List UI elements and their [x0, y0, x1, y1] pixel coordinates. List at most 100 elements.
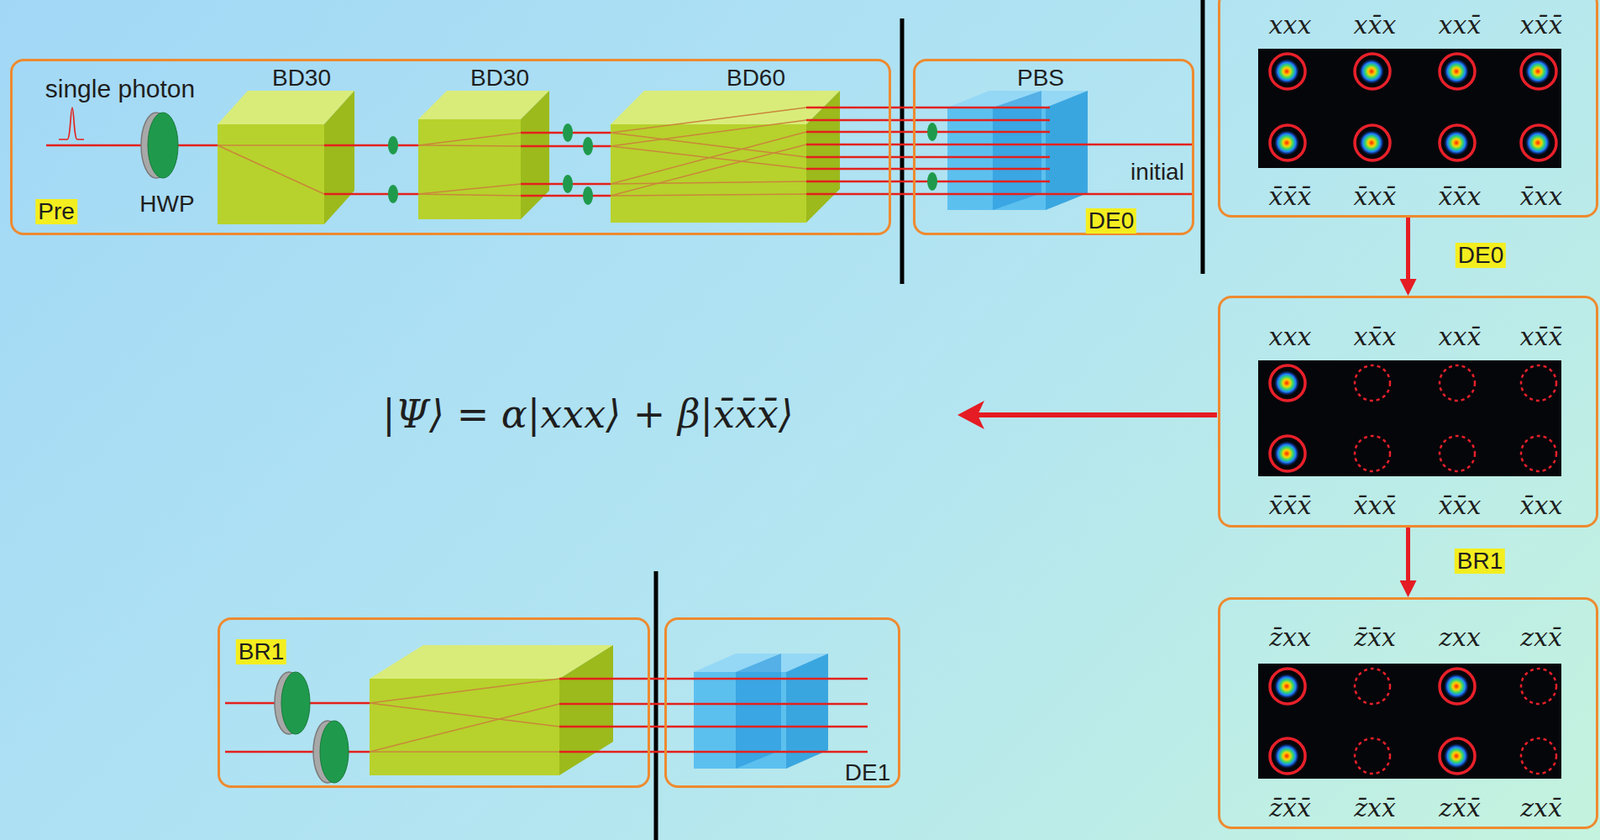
laser-beam	[324, 144, 419, 147]
basis-label: zxx̄	[1520, 792, 1563, 824]
laser-beam	[806, 106, 1050, 110]
inner-beam	[418, 132, 521, 146]
laser-beam	[559, 750, 868, 754]
detection-circle	[1439, 668, 1475, 704]
flow-arrow	[1405, 527, 1411, 581]
beam-spot	[1443, 58, 1469, 84]
basis-label: xx̄x̄	[1520, 320, 1564, 353]
laser-beam	[1049, 143, 1193, 147]
detection-circle	[1269, 738, 1306, 774]
beam-spot	[1274, 743, 1300, 769]
detection-circle	[1439, 125, 1475, 161]
small-waveplate	[562, 123, 573, 142]
beam-spot	[1443, 673, 1469, 699]
beam-spot	[1274, 58, 1300, 84]
inner-beam	[610, 132, 807, 158]
small-waveplate	[388, 136, 399, 155]
laser-beam	[806, 167, 1050, 171]
flow-arrow	[1405, 217, 1411, 279]
beam-displacer-front	[217, 124, 325, 225]
laser-beam	[520, 194, 611, 198]
component-label: BD60	[726, 66, 786, 90]
laser-beam	[520, 145, 611, 148]
basis-label: xx̄x̄	[1520, 9, 1564, 42]
basis-label: zxx	[1438, 621, 1481, 654]
small-waveplate	[582, 186, 593, 205]
laser-beam	[324, 193, 419, 196]
basis-label: xxx	[1269, 9, 1312, 42]
step-label: BR1	[1454, 548, 1506, 574]
basis-label: xxx̄	[1438, 9, 1482, 42]
state-equation: |Ψ⟩ = α|xxx⟩ + β|x̄x̄x̄⟩	[382, 391, 794, 438]
separator-line	[1201, 0, 1206, 274]
detection-circle	[1269, 365, 1306, 401]
beam-spot	[1358, 130, 1385, 156]
inner-beam	[418, 194, 521, 196]
stage-box: PBSinitialDE0	[912, 58, 1195, 236]
inner-beam	[369, 702, 560, 727]
inner-beam	[369, 678, 560, 703]
pbs-cube-side	[1045, 90, 1088, 210]
detection-circle	[1269, 125, 1306, 161]
basis-label: xx̄x	[1353, 9, 1397, 42]
inner-beam	[217, 144, 325, 147]
small-waveplate	[927, 172, 938, 191]
empty-circle	[1521, 668, 1557, 704]
component-label: single photon	[45, 76, 195, 102]
beam-spot	[1525, 130, 1551, 156]
camera-image	[1258, 360, 1562, 477]
component-label: BD30	[272, 66, 331, 90]
inner-beam	[217, 145, 325, 195]
empty-circle	[1354, 668, 1391, 704]
separator-line	[900, 18, 905, 284]
basis-label: x̄xx	[1520, 180, 1564, 213]
beam-spot	[1358, 58, 1385, 84]
laser-beam	[559, 702, 868, 706]
beam-spot	[1443, 130, 1469, 156]
empty-circle	[1354, 738, 1391, 774]
laser-beam	[559, 725, 868, 729]
step-label: DE0	[1455, 242, 1506, 268]
basis-label: x̄x̄x̄	[1269, 489, 1312, 522]
inner-beam	[610, 131, 807, 184]
detection-circle	[1269, 435, 1306, 472]
small-waveplate	[388, 184, 399, 204]
camera-image	[1258, 48, 1562, 168]
inner-beam	[610, 107, 807, 133]
inner-beam	[418, 145, 521, 147]
component-label: DE0	[1085, 208, 1137, 234]
beam-displacer-front	[369, 678, 560, 776]
camera-panel: xxxxx̄xxxx̄xx̄x̄x̄x̄x̄x̄xx̄x̄x̄xx̄xx	[1217, 0, 1599, 218]
stage-box: DE1	[664, 617, 901, 788]
beam-displacer-front	[418, 119, 521, 220]
basis-label: x̄xx̄	[1353, 489, 1397, 522]
pbs-split-plane	[992, 90, 1042, 210]
beam-displacer-side	[324, 90, 355, 225]
camera-panel: z̄xxz̄x̄xzxxzxx̄z̄x̄x̄z̄xx̄zx̄x̄zxx̄	[1217, 597, 1599, 829]
pulse-symbol	[58, 107, 84, 140]
basis-label: z̄x̄x	[1353, 621, 1396, 654]
component-label: HWP	[139, 192, 195, 216]
beam-displacer-side	[520, 90, 550, 220]
laser-beam	[806, 143, 1050, 147]
detection-circle	[1439, 738, 1475, 774]
beam-displacer-front	[610, 124, 807, 223]
basis-label: x̄x̄x	[1438, 489, 1482, 522]
detection-circle	[1269, 668, 1306, 704]
empty-circle	[1439, 365, 1475, 401]
beam-spot	[1274, 440, 1300, 467]
basis-label: zx̄x̄	[1438, 792, 1481, 824]
beam-spot	[1525, 58, 1551, 84]
detection-circle	[1521, 53, 1557, 90]
laser-beam	[46, 144, 218, 147]
result-arrow	[977, 412, 1218, 418]
beam-spot	[1443, 743, 1469, 769]
empty-circle	[1521, 365, 1557, 401]
basis-label: x̄xx	[1520, 489, 1564, 522]
detection-circle	[1269, 53, 1306, 90]
camera-image	[1258, 663, 1562, 779]
basis-label: x̄xx̄	[1353, 180, 1397, 213]
beam-displacer-side	[559, 645, 614, 776]
empty-circle	[1521, 738, 1557, 774]
